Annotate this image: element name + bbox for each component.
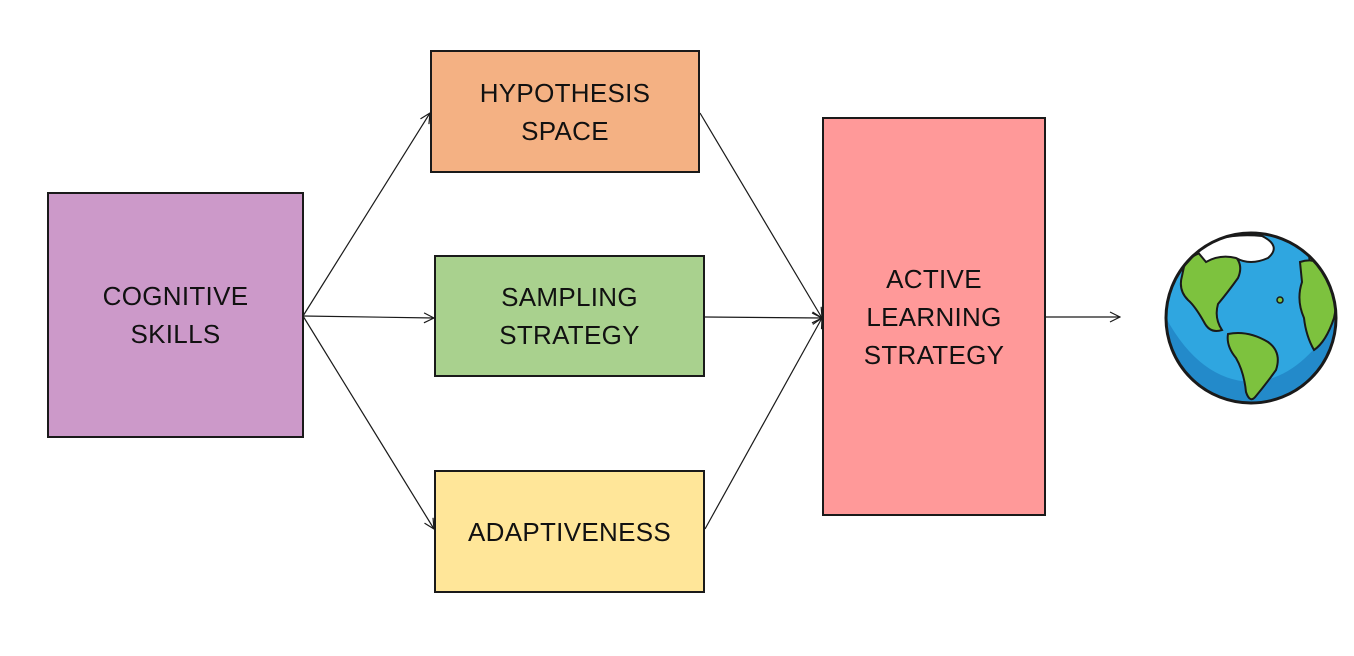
arrow-cognitive-to-sampling — [302, 316, 434, 318]
arrow-adaptiveness-to-active — [704, 318, 822, 530]
node-cognitive-skills-line-1: COGNITIVE — [102, 281, 249, 311]
node-active-learning-strategy: ACTIVE LEARNING STRATEGY — [822, 117, 1046, 516]
arrow-hypothesis-to-active — [699, 112, 822, 318]
node-active-learning-strategy-line-3: STRATEGY — [863, 339, 1005, 370]
node-cognitive-skills: COGNITIVE SKILLS — [47, 192, 304, 438]
node-sampling-strategy-line-1: SAMPLING — [501, 282, 638, 312]
node-sampling-strategy-line-2: STRATEGY — [499, 320, 640, 350]
node-hypothesis-space-line-2: SPACE — [521, 115, 609, 146]
node-active-learning-strategy-line-2: LEARNING — [866, 301, 1002, 332]
arrow-cognitive-to-hypothesis — [302, 113, 430, 317]
node-adaptiveness-line-1: ADAPTIVENESS — [468, 516, 671, 547]
node-cognitive-skills-line-2: SKILLS — [130, 319, 221, 349]
node-hypothesis-space: HYPOTHESIS SPACE — [430, 50, 700, 173]
globe-icon — [1164, 231, 1338, 405]
node-adaptiveness: ADAPTIVENESS — [434, 470, 705, 593]
node-sampling-strategy: SAMPLING STRATEGY — [434, 255, 705, 377]
arrow-cognitive-to-adaptiveness — [302, 315, 434, 529]
node-hypothesis-space-line-1: HYPOTHESIS — [479, 77, 651, 108]
node-active-learning-strategy-line-1: ACTIVE — [886, 263, 982, 294]
arrow-sampling-to-active — [704, 317, 822, 318]
